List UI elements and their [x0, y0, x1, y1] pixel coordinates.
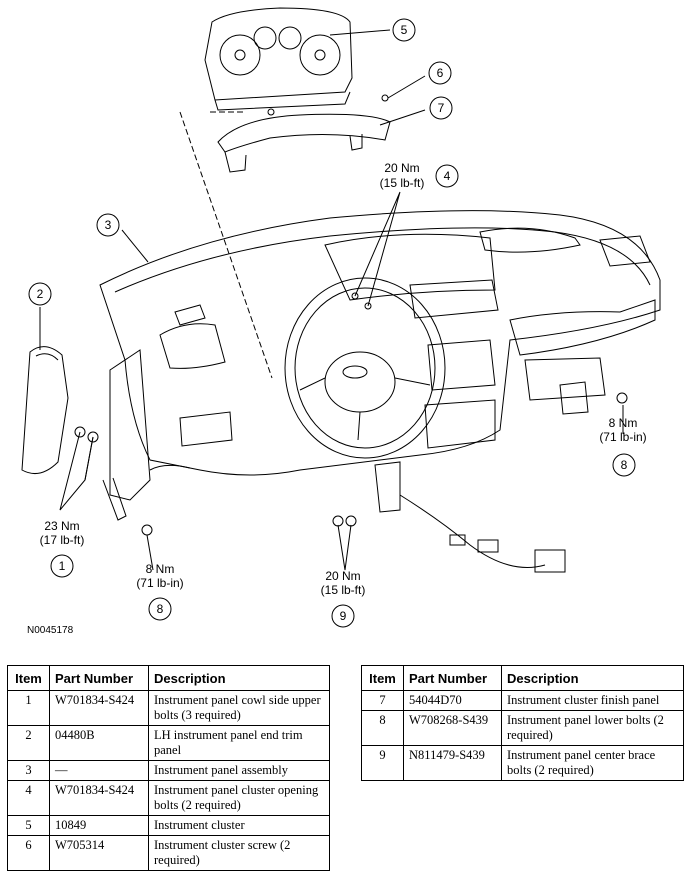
- torque-label-4-lbft: (15 lb-ft): [380, 176, 425, 190]
- callout-9: 9: [340, 609, 347, 623]
- cluster-screw: [381, 94, 389, 102]
- part-number: W701834-S424: [49, 690, 149, 726]
- part-number: W708268-S439: [403, 710, 502, 746]
- torque-label-8l-nm: 8 Nm: [146, 562, 175, 576]
- part-description: Instrument panel cluster opening bolts (…: [148, 780, 330, 816]
- part-description: Instrument panel assembly: [148, 760, 330, 781]
- callout-6: 6: [437, 66, 444, 80]
- callout-4: 4: [444, 169, 451, 183]
- callout-3: 3: [105, 218, 112, 232]
- table-row: 7 54044D70 Instrument cluster finish pan…: [361, 690, 684, 711]
- table-row: 3 — Instrument panel assembly: [7, 760, 330, 781]
- cluster-screw: [267, 108, 275, 116]
- part-description: Instrument cluster screw (2 required): [148, 835, 330, 871]
- item-number: 1: [7, 690, 50, 726]
- torque-label-1-lbft: (17 lb-ft): [40, 533, 85, 547]
- steering-wheel: [284, 277, 446, 459]
- part-description: Instrument panel center brace bolts (2 r…: [501, 745, 684, 781]
- part-number: —: [49, 760, 149, 781]
- item-number: 9: [361, 745, 404, 781]
- part-number: W705314: [49, 835, 149, 871]
- table-row: 1 W701834-S424 Instrument panel cowl sid…: [7, 690, 330, 726]
- torque-label-8r-lbin: (71 lb-in): [599, 430, 646, 444]
- torque-label-4-nm: 20 Nm: [384, 161, 419, 175]
- header-part-number: Part Number: [403, 665, 502, 691]
- part-description: Instrument panel lower bolts (2 required…: [501, 710, 684, 746]
- part-description: LH instrument panel end trim panel: [148, 725, 330, 761]
- item-number: 7: [361, 690, 404, 711]
- callout-8-right: 8: [621, 458, 628, 472]
- table-row: 4 W701834-S424 Instrument panel cluster …: [7, 780, 330, 816]
- part-number: 10849: [49, 815, 149, 836]
- torque-label-9-lbft: (15 lb-ft): [321, 583, 366, 597]
- part-description: Instrument panel cowl side upper bolts (…: [148, 690, 330, 726]
- figure-id: N0045178: [27, 625, 74, 636]
- torque-label-8l-lbin: (71 lb-in): [136, 576, 183, 590]
- header-item: Item: [361, 665, 404, 691]
- part-description: Instrument cluster: [148, 815, 330, 836]
- item-number: 8: [361, 710, 404, 746]
- callout-5: 5: [401, 23, 408, 37]
- part-number: 54044D70: [403, 690, 502, 711]
- instrument-cluster: [204, 7, 353, 111]
- header-description: Description: [501, 665, 684, 691]
- header-item: Item: [7, 665, 50, 691]
- instrument-panel-assembly: [99, 210, 661, 476]
- item-number: 2: [7, 725, 50, 761]
- table-row: 8 W708268-S439 Instrument panel lower bo…: [361, 710, 684, 746]
- lh-end-trim-panel: [21, 346, 69, 475]
- callout-7: 7: [438, 101, 445, 115]
- parts-table-left: Item Part Number Description 1 W701834-S…: [7, 665, 330, 871]
- part-number: N811479-S439: [403, 745, 502, 781]
- item-number: 4: [7, 780, 50, 816]
- torque-label-9-nm: 20 Nm: [325, 569, 360, 583]
- table-row: 2 04480B LH instrument panel end trim pa…: [7, 725, 330, 761]
- item-number: 5: [7, 815, 50, 836]
- table-row: 9 N811479-S439 Instrument panel center b…: [361, 745, 684, 781]
- part-number: 04480B: [49, 725, 149, 761]
- part-description: Instrument cluster finish panel: [501, 690, 684, 711]
- table-row: 5 10849 Instrument cluster: [7, 815, 330, 836]
- item-number: 6: [7, 835, 50, 871]
- torque-label-1-nm: 23 Nm: [44, 519, 79, 533]
- callout-1: 1: [59, 559, 66, 573]
- callout-2: 2: [37, 287, 44, 301]
- part-number: W701834-S424: [49, 780, 149, 816]
- callout-8-left: 8: [157, 602, 164, 616]
- torque-label-8r-nm: 8 Nm: [609, 416, 638, 430]
- cluster-finish-panel: [217, 113, 391, 173]
- table-header-row: Item Part Number Description: [7, 665, 330, 691]
- table-row: 6 W705314 Instrument cluster screw (2 re…: [7, 835, 330, 871]
- header-description: Description: [148, 665, 330, 691]
- table-header-row: Item Part Number Description: [361, 665, 684, 691]
- header-part-number: Part Number: [49, 665, 149, 691]
- exploded-view-diagram: 1 2 3 4 5 6 7 8 8 9 23 Nm (17 lb-ft) 20 …: [21, 7, 661, 628]
- item-number: 3: [7, 760, 50, 781]
- parts-table-right: Item Part Number Description 7 54044D70 …: [361, 665, 684, 781]
